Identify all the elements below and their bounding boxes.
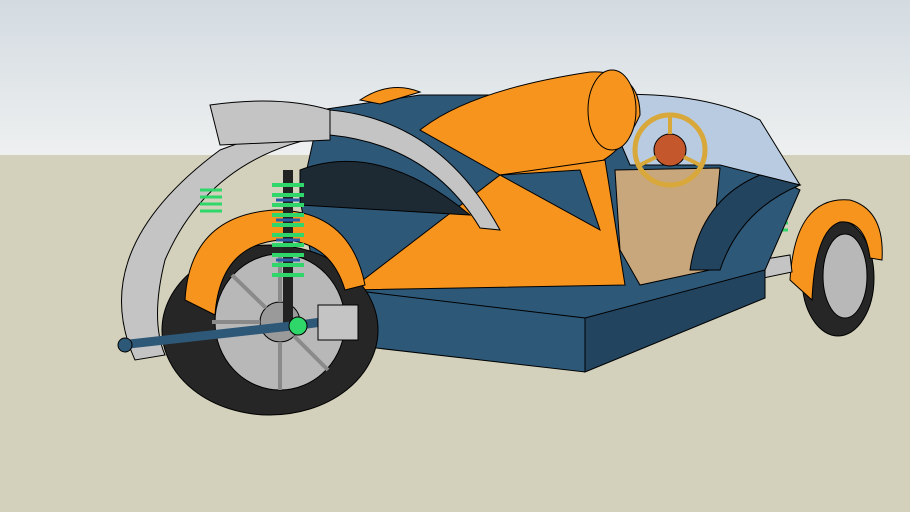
orange-hump xyxy=(358,87,422,105)
front-right-wheel xyxy=(789,199,883,337)
rear-fender xyxy=(184,209,366,316)
arch-top-plate xyxy=(209,100,331,146)
lower-body-side xyxy=(584,269,766,373)
front-right-fender xyxy=(789,199,883,302)
side-arch-right xyxy=(689,174,802,271)
steering-wheel xyxy=(632,112,708,188)
wheel-well xyxy=(299,160,472,216)
suspension-arm xyxy=(117,304,359,353)
cowl-end xyxy=(587,69,637,151)
rear-shock-absorber xyxy=(272,170,304,330)
gray-arch xyxy=(121,109,501,361)
orange-side-dark xyxy=(498,169,601,232)
left-small-spring xyxy=(200,188,222,213)
